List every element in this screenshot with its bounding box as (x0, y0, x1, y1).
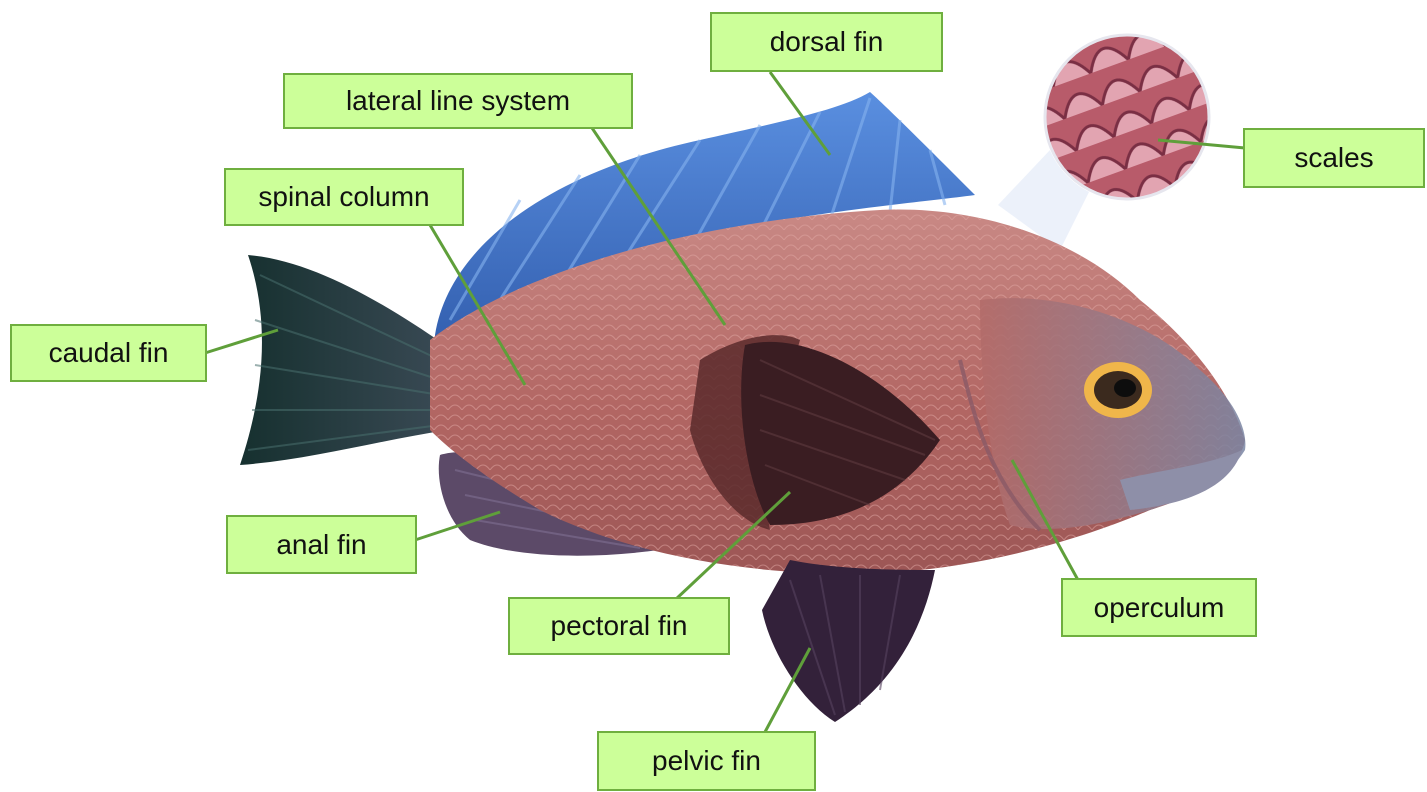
label-spinal-column: spinal column (224, 168, 464, 226)
label-pelvic-fin: pelvic fin (597, 731, 816, 791)
scales-inset (1043, 33, 1211, 201)
label-pectoral-fin: pectoral fin (508, 597, 730, 655)
label-scales: scales (1243, 128, 1425, 188)
fish-eye (1084, 362, 1152, 418)
label-lateral-line-system: lateral line system (283, 73, 633, 129)
pelvic-fin-shape (762, 560, 935, 722)
label-anal-fin: anal fin (226, 515, 417, 574)
label-caudal-fin: caudal fin (10, 324, 207, 382)
label-operculum: operculum (1061, 578, 1257, 637)
label-dorsal-fin: dorsal fin (710, 12, 943, 72)
caudal-fin-shape (240, 255, 448, 465)
